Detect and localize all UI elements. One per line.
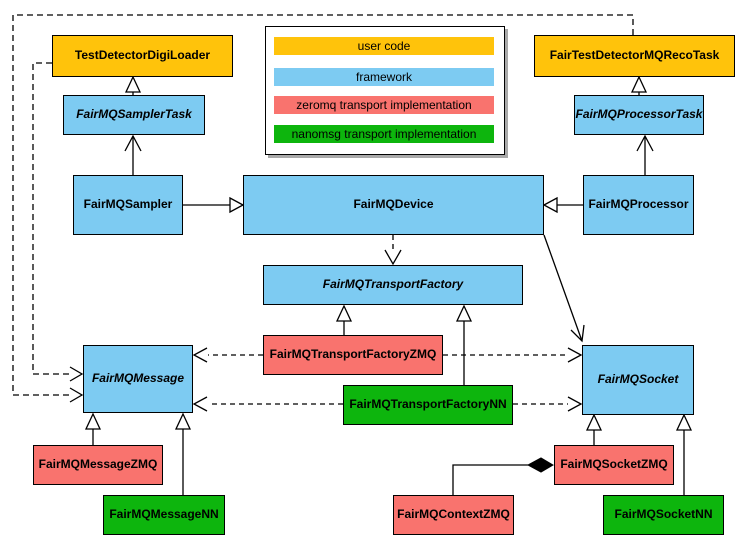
edge-socketzmq-socket — [585, 413, 603, 445]
legend: user code framework zeromq transport imp… — [265, 26, 505, 155]
node-fairtestdetectormqrecotask: FairTestDetectorMQRecoTask — [534, 35, 735, 77]
edge-contextzmq-socketzmq — [452, 457, 554, 495]
edge-tfnn-message — [192, 396, 343, 412]
node-fairmqsocketnn: FairMQSocketNN — [603, 495, 724, 535]
edge-tfzmq-transportfactory — [335, 304, 353, 335]
edge-device-transportfactory — [384, 235, 402, 266]
node-fairmqmessagenn: FairMQMessageNN — [103, 495, 225, 535]
edge-digiloader-message — [32, 62, 84, 382]
edge-sampler-samplertask — [124, 134, 142, 175]
node-testdetectordigiloader: TestDetectorDigiLoader — [52, 35, 233, 77]
node-fairmqsocket: FairMQSocket — [582, 345, 694, 415]
node-fairmqmessage: FairMQMessage — [83, 345, 193, 413]
edge-processortask-recotask — [630, 75, 648, 95]
legend-item-user-code: user code — [274, 37, 494, 55]
node-fairmqtransportfactoryzmq: FairMQTransportFactoryZMQ — [263, 335, 443, 375]
node-fairmqsocketzmq: FairMQSocketZMQ — [554, 445, 674, 485]
edge-tfzmq-socket — [443, 347, 583, 363]
node-fairmqprocessor: FairMQProcessor — [583, 175, 694, 235]
edge-sampler-device — [183, 196, 245, 214]
node-fairmqtransportfactory: FairMQTransportFactory — [263, 265, 523, 305]
node-fairmqmessagezmq: FairMQMessageZMQ — [33, 445, 163, 485]
node-fairmqsampler: FairMQSampler — [73, 175, 183, 235]
node-fairmqcontextzmq: FairMQContextZMQ — [393, 495, 514, 535]
edge-samplertask-digiloader — [124, 75, 142, 95]
edge-recotask-message — [12, 14, 634, 403]
legend-item-zeromq: zeromq transport implementation — [274, 96, 494, 114]
edge-processor-device — [542, 196, 583, 214]
edge-messagezmq-message — [84, 412, 102, 445]
node-fairmqprocessortask: FairMQProcessorTask — [574, 95, 704, 135]
edge-tfnn-socket — [513, 396, 583, 412]
legend-item-nanomsg: nanomsg transport implementation — [274, 125, 494, 143]
legend-item-framework: framework — [274, 68, 494, 86]
node-fairmqtransportfactorynn: FairMQTransportFactoryNN — [343, 385, 513, 425]
edge-processor-processortask — [636, 134, 654, 175]
edge-tfnn-transportfactory — [455, 304, 473, 385]
edge-device-socket — [543, 234, 585, 343]
node-fairmqdevice: FairMQDevice — [243, 175, 544, 235]
edge-socketnn-socket — [675, 413, 693, 495]
edge-messagenn-message — [174, 412, 192, 495]
edge-tfzmq-message — [192, 347, 263, 363]
node-fairmqsamplertask: FairMQSamplerTask — [63, 95, 205, 135]
